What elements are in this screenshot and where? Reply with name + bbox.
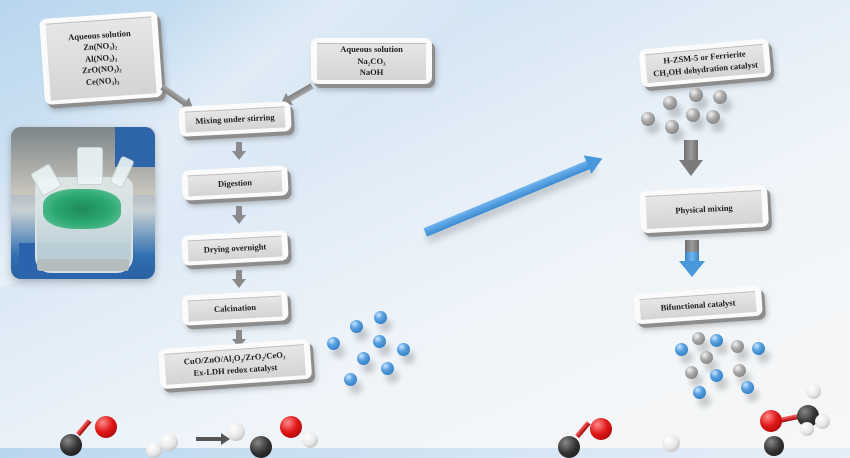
step-label: Mixing under stirring <box>195 111 275 126</box>
arrow-down-2 <box>232 206 246 224</box>
arrow-down-1 <box>232 142 246 160</box>
bifunctional-catalyst-box: Bifunctional catalyst <box>633 285 763 325</box>
arrow-metal-salts-to-mixing <box>160 84 189 107</box>
step-label: Physical mixing <box>675 202 733 216</box>
step-mixing-under-stirring: Mixing under stirring <box>178 101 292 137</box>
step-calcination: Calcination <box>181 290 289 326</box>
dehydration-catalyst-box: H-ZSM-5 or Ferrierite CH₃OH dehydration … <box>638 38 772 88</box>
cerium-nitrate: Ce(NO₃)₃ <box>85 74 120 87</box>
sodium-carbonate: Na₂CO₃ <box>357 55 386 66</box>
step-label: Bifunctional catalyst <box>660 297 736 313</box>
arrow-down-zeolite <box>679 140 703 180</box>
flow-arrow-to-physical-mixing <box>423 149 612 238</box>
metal-salts-solution-box: Aqueous solution Zn(NO₃)₂ Al(NO₃)₃ ZrO(N… <box>39 10 163 106</box>
precipitant-solution-box: Aqueous solution Na₂CO₃ NaOH <box>311 38 432 84</box>
reaction-arrow-methanol <box>196 433 230 445</box>
step-drying-overnight: Drying overnight <box>181 230 289 266</box>
step-label: Drying overnight <box>203 241 267 255</box>
arrow-precipitant-to-mixing <box>286 83 314 103</box>
reactor-photo <box>11 127 155 279</box>
step-label: Calcination <box>213 301 257 314</box>
redox-catalyst-box: CuO/ZnO/Al₂O₃/ZrO₂/CeO₂ Ex-LDH redox cat… <box>157 338 313 390</box>
step-digestion: Digestion <box>181 165 289 201</box>
arrow-down-mixing <box>679 240 707 280</box>
step-physical-mixing: Physical mixing <box>638 184 770 234</box>
sodium-hydroxide: NaOH <box>359 67 384 78</box>
step-label: Digestion <box>217 176 253 189</box>
precipitant-title: Aqueous solution <box>340 44 403 55</box>
arrow-down-3 <box>232 270 246 288</box>
